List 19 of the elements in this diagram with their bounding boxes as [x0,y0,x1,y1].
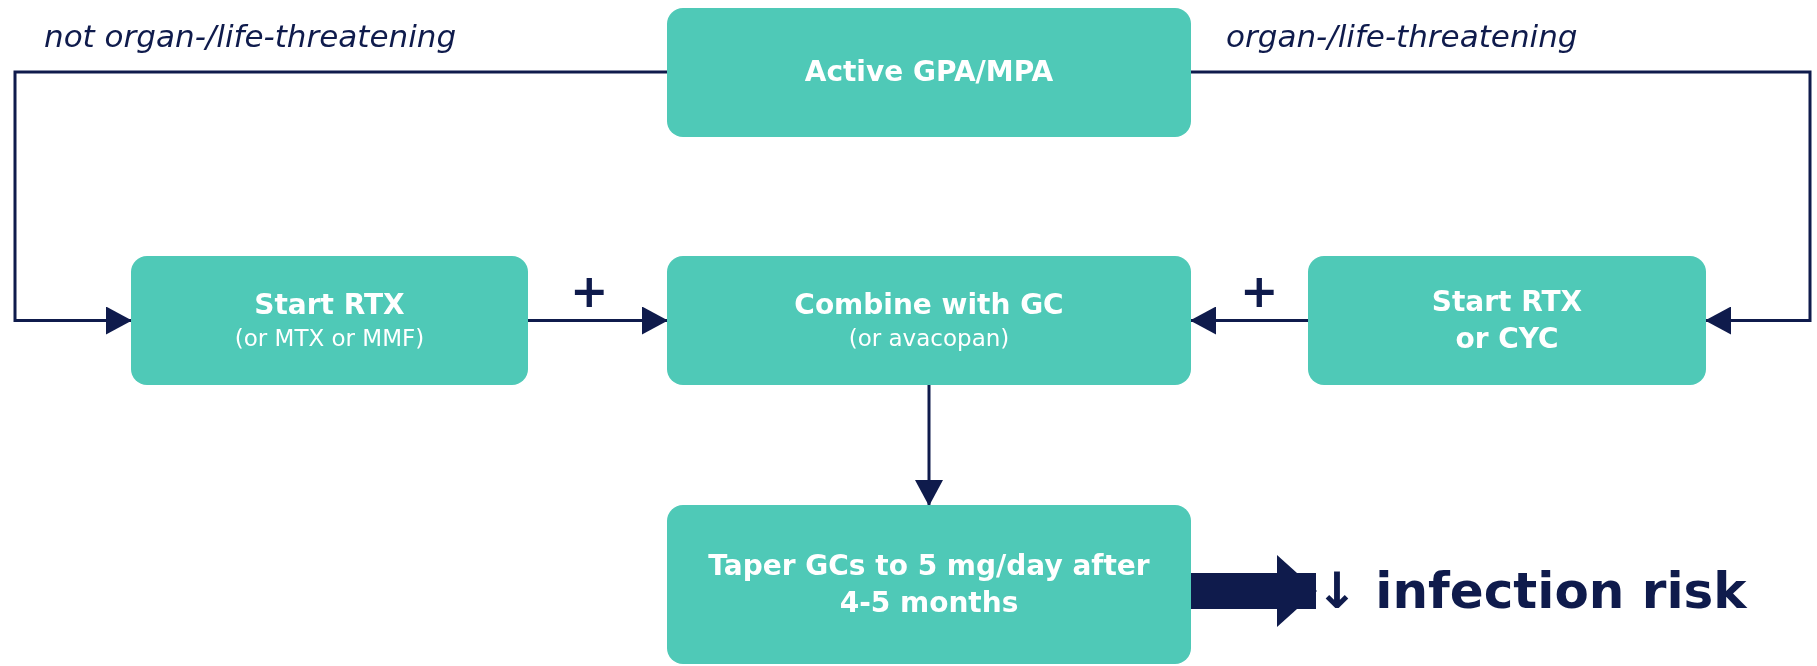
process-box [667,8,1191,137]
box-title: Combine with GC [794,287,1064,324]
arrow [915,385,943,506]
arrow [13,70,667,335]
box-subtitle: (or avacopan) [848,323,1010,353]
arrow [1190,306,1308,335]
box-subtitle: (or MTX or MMF) [234,323,425,353]
process-box [667,505,1191,664]
block-arrow [1191,555,1317,627]
process-box [131,256,528,385]
outcome-text: ↓ infection risk [1316,560,1747,622]
arrow [528,306,668,335]
box-title: Start RTX [254,287,405,324]
process-box [667,256,1191,385]
box-title: Start RTX or CYC [1430,284,1584,357]
box-title: Taper GCs to 5 mg/day after 4-5 months [707,548,1151,621]
box-title: Active GPA/MPA [804,54,1054,91]
process-box [1308,256,1706,385]
arrow [1191,70,1812,335]
